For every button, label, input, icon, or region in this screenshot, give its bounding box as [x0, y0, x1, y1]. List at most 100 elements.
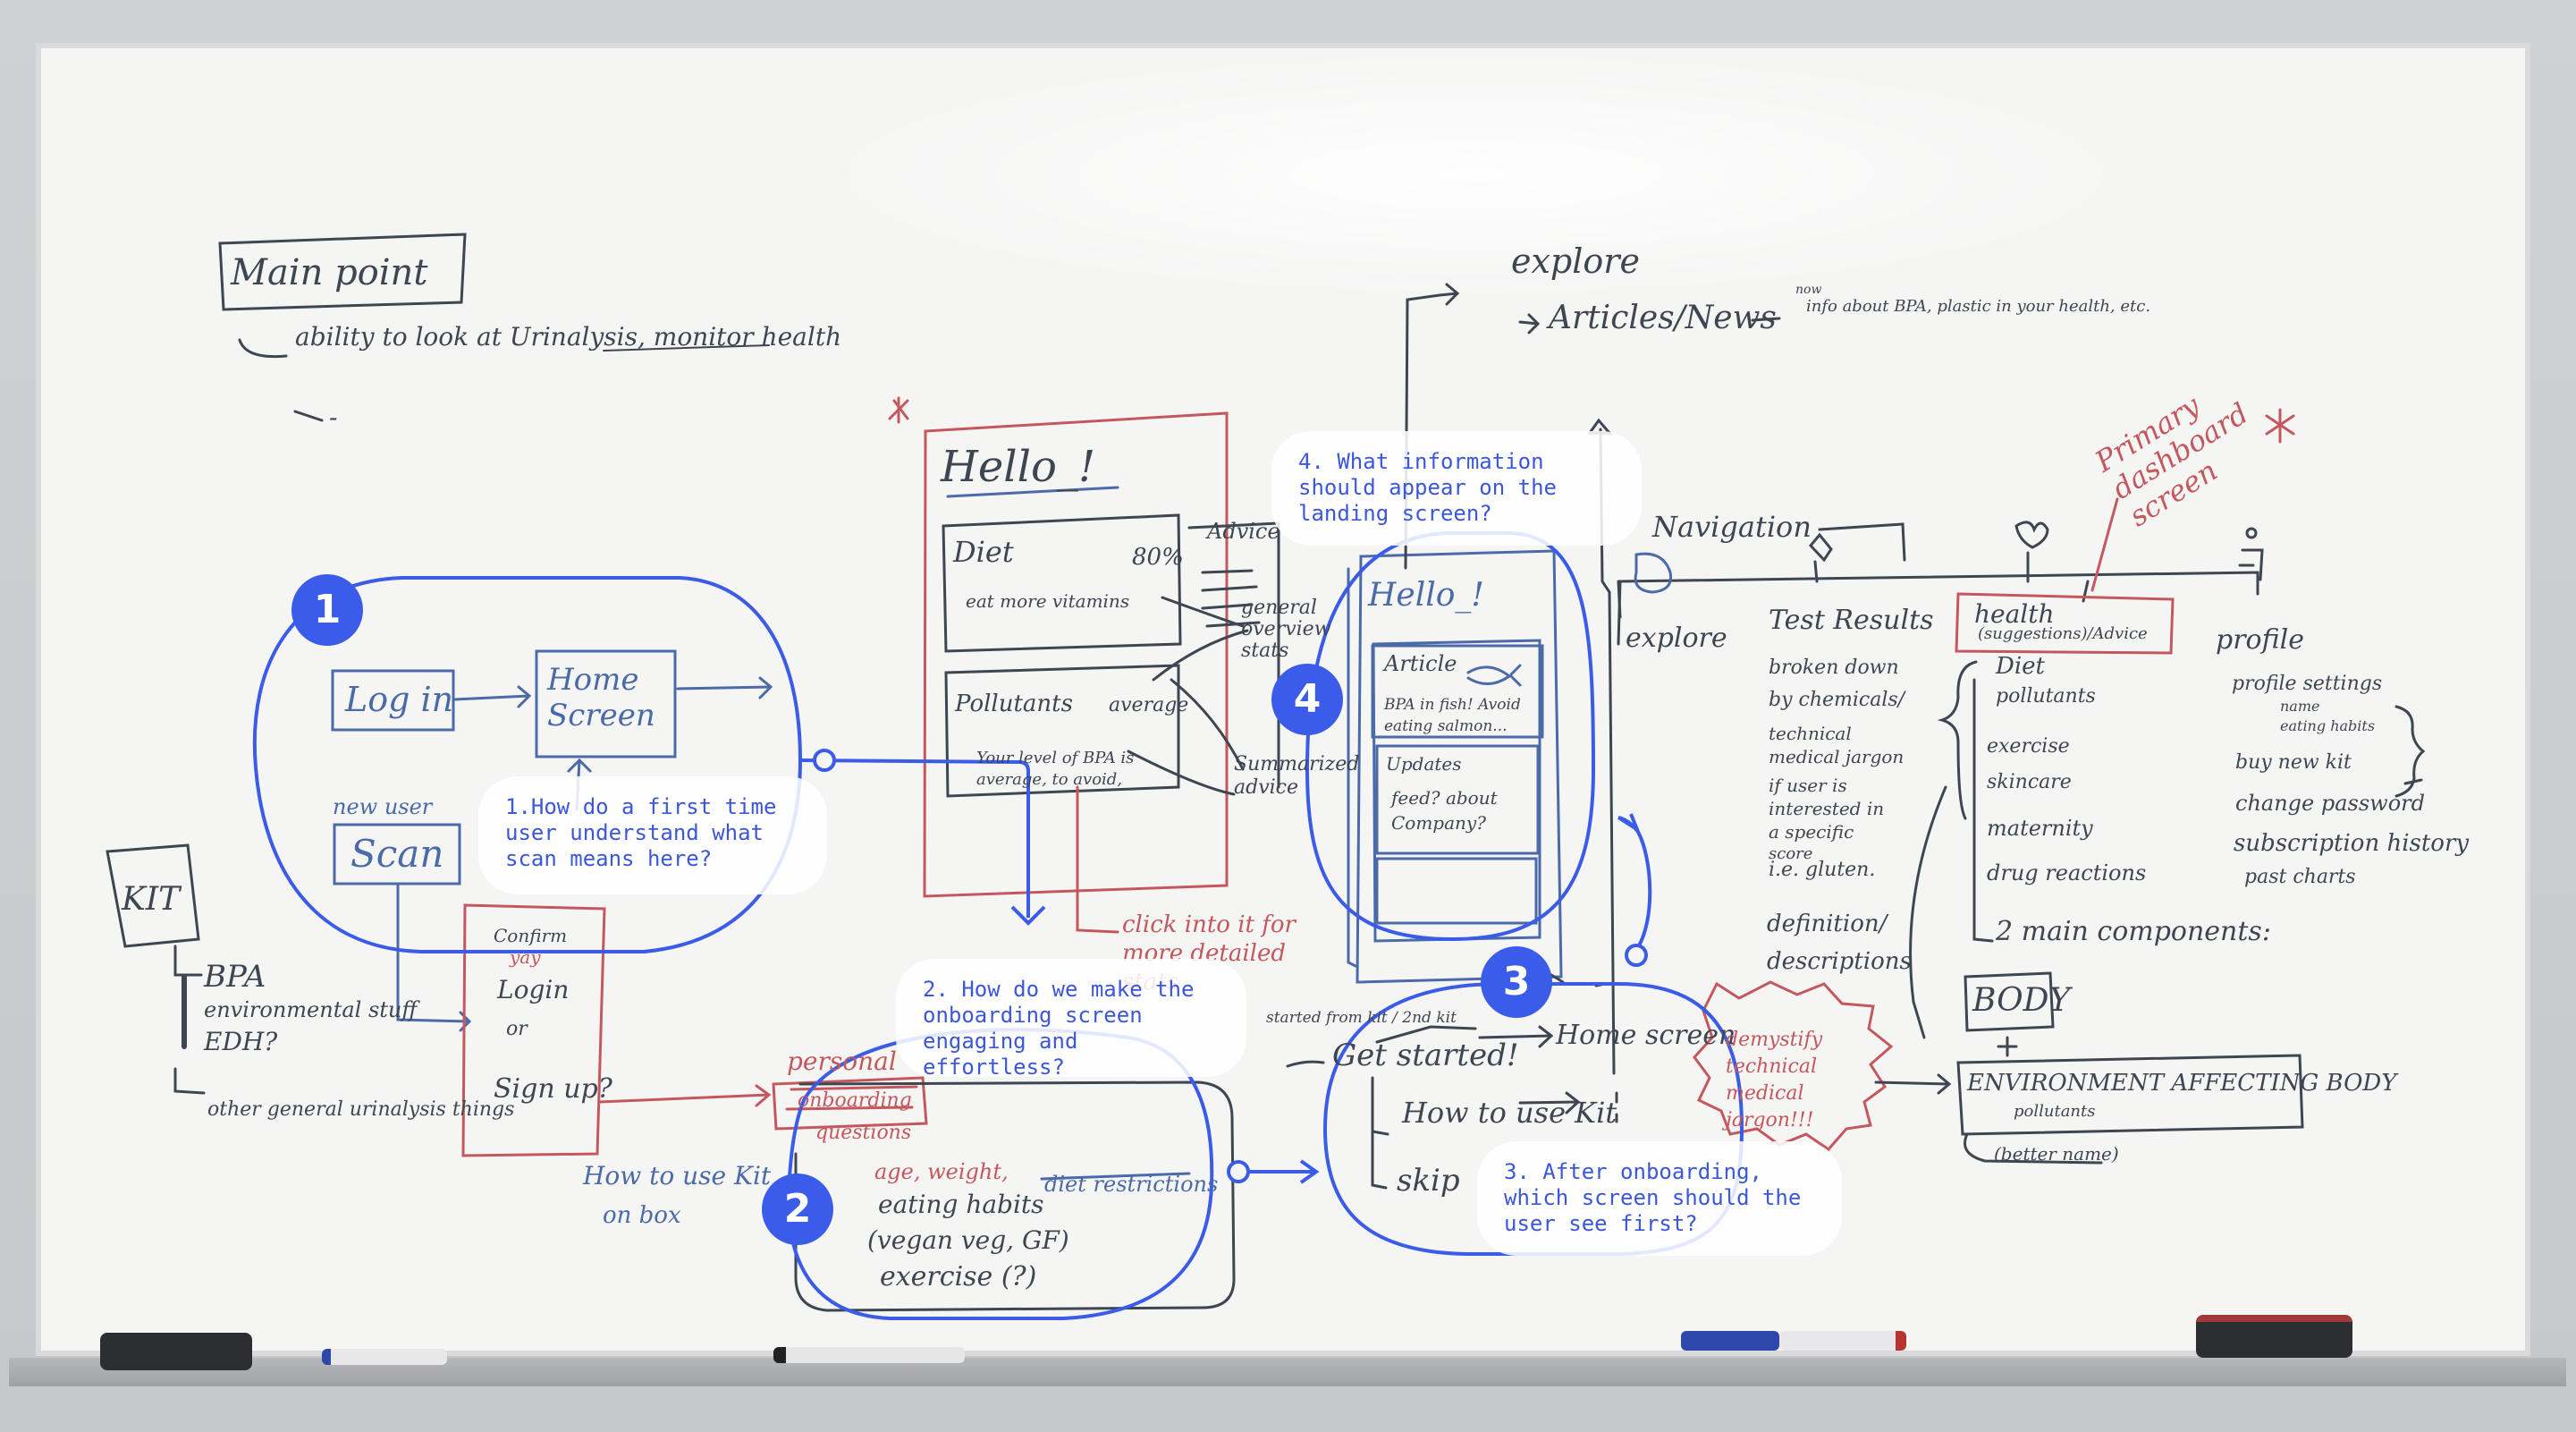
health-better-name: (better name) — [1994, 1143, 2119, 1165]
annotation-badge-3: 3 — [1481, 946, 1552, 1018]
annotation-question-3: 3. After onboarding, which screen should… — [1477, 1141, 1842, 1256]
flow-yay: yay — [510, 946, 541, 968]
hello-diet: Diet — [953, 535, 1014, 569]
test-note-5: interested in — [1769, 798, 1885, 819]
annotation-question-4: 4. What information should appear on the… — [1271, 431, 1642, 546]
profile-item-4: change password — [2235, 791, 2425, 816]
annotation-badge-4: 4 — [1271, 664, 1343, 735]
board-glare — [805, 49, 2146, 300]
health-item-3: skincare — [1987, 771, 2072, 793]
kit-edh: EDH? — [204, 1027, 278, 1056]
test-note-0: broken down — [1769, 657, 1899, 679]
marker-red — [1779, 1331, 1906, 1351]
explore-now: now — [1795, 283, 1822, 297]
main-point-line2: - — [329, 402, 338, 432]
hello-diet-note: eat more vitamins — [966, 590, 1130, 612]
onboarding-eating: eating habits — [878, 1190, 1044, 1219]
annotation-badge-2: 2 — [762, 1174, 833, 1245]
main-point-line1: ability to look at Urinalysis, monitor h… — [295, 322, 842, 352]
marker-blue-2 — [1681, 1331, 1779, 1351]
kit-title: KIT — [122, 881, 181, 918]
explore-articles: Articles/News — [1549, 300, 1777, 336]
main-point-title: Main point — [231, 252, 428, 293]
hello-bpa-note: Your level of BPA is average, to avoid, — [976, 749, 1135, 789]
kit-other: other general urinalysis things — [207, 1098, 515, 1121]
test-note-1: by chemicals/ — [1769, 689, 1905, 711]
test-note-6: a specific — [1769, 821, 1854, 843]
flow-home-screen: Home Screen — [547, 662, 655, 733]
health-main-components: 2 main components: — [1996, 916, 2271, 947]
health-item-1: pollutants — [1996, 685, 2096, 708]
get-started-skip: skip — [1397, 1163, 1460, 1199]
flow-signup: Sign up? — [494, 1073, 612, 1105]
flow-scan: Scan — [351, 832, 444, 876]
test-note-7: score — [1769, 844, 1813, 863]
test-note-9: definition/ — [1767, 911, 1888, 937]
health-item-4: maternity — [1987, 816, 2093, 841]
flow-new-user: new user — [333, 794, 433, 819]
profile-item-5: subscription history — [2234, 830, 2470, 857]
flow-confirm: Confirm — [494, 925, 568, 946]
phone-article-text: BPA in fish! Avoid eating salmon... — [1384, 696, 1521, 735]
health-item-0: Diet — [1996, 653, 2045, 680]
nav-profile: profile — [2216, 624, 2304, 656]
nav-explore: explore — [1626, 623, 1727, 654]
annotation-question-2: 2. How do we make the onboarding screen … — [896, 959, 1246, 1080]
onboarding-diet-restrictions: diet restrictions — [1044, 1172, 1219, 1197]
test-note-3: medical jargon — [1769, 746, 1905, 767]
hello-pollutants: Pollutants — [955, 691, 1073, 717]
hello-summarized-advice: Summarized advice — [1234, 753, 1360, 799]
onboarding-questions: questions — [815, 1122, 912, 1144]
flow-or: or — [506, 1018, 528, 1040]
phone-updates: Updates — [1386, 753, 1462, 775]
demystify-note: demystify technical medical jargon!!! — [1726, 1029, 1823, 1131]
marker-black — [773, 1347, 965, 1363]
profile-item-0: profile settings — [2232, 673, 2383, 695]
test-note-4: if user is — [1769, 775, 1847, 796]
hello-title: Hello_! — [941, 442, 1096, 492]
onboarding-age: age, weight, — [874, 1159, 1009, 1184]
profile-item-6: past charts — [2244, 866, 2356, 888]
get-started-home: Home screen — [1556, 1020, 1736, 1051]
health-env-pollutants: pollutants — [2014, 1102, 2096, 1121]
eraser-left — [100, 1333, 252, 1370]
hello-average: average — [1109, 694, 1189, 716]
explore-info: info about BPA, plastic in your health, … — [1806, 297, 2151, 316]
onboarding-on-box: on box — [603, 1202, 681, 1229]
onboarding-personal: personal — [787, 1046, 897, 1076]
kit-environmental: environmental stuff — [204, 997, 418, 1022]
onboarding-how-to-kit: How to use Kit — [583, 1161, 772, 1191]
phone-article: Article — [1384, 651, 1457, 676]
onboarding-exercise: exercise (?) — [880, 1261, 1037, 1292]
test-note-8: i.e. gluten. — [1769, 859, 1876, 881]
hello-advice: Advice — [1207, 519, 1280, 544]
hello-diet-pct: 80% — [1132, 544, 1184, 571]
flow-login: Log in — [345, 680, 454, 719]
onboarding-vegan: (vegan veg, GF) — [867, 1225, 1069, 1255]
test-note-10: descriptions — [1767, 948, 1912, 975]
health-environment: ENVIRONMENT AFFECTING BODY — [1967, 1070, 2397, 1097]
nav-suggestions: (suggestions)/Advice — [1978, 624, 2148, 643]
nav-test-results: Test Results — [1769, 605, 1934, 636]
test-note-2: technical — [1769, 723, 1852, 744]
marker-blue — [322, 1349, 447, 1365]
kit-bpa: BPA — [204, 959, 266, 995]
health-item-5: drug reactions — [1987, 860, 2147, 885]
health-body: BODY — [1972, 982, 2071, 1019]
phone-updates-text: feed? about Company? — [1391, 787, 1498, 834]
annotation-badge-1: 1 — [291, 574, 363, 646]
get-started-how-to-use: How to use Kit — [1402, 1096, 1617, 1130]
nav-health: health — [1974, 599, 2055, 629]
get-started-label: Get started! — [1332, 1038, 1519, 1073]
eraser-right — [2196, 1315, 2352, 1358]
annotation-question-1: 1.How do a first time user understand wh… — [478, 776, 827, 894]
flow-login2: Login — [497, 975, 570, 1004]
profile-item-1: name — [2280, 698, 2320, 715]
phone-hello: Hello_! — [1368, 577, 1484, 614]
onboarding-onboarding: onboarding — [798, 1089, 912, 1112]
hello-general-overview: general overview stats — [1241, 597, 1331, 662]
nav-title: Navigation — [1652, 510, 1812, 544]
health-item-2: exercise — [1987, 735, 2070, 758]
profile-item-3: buy new kit — [2235, 751, 2352, 774]
profile-item-2: eating habits — [2280, 717, 2376, 734]
